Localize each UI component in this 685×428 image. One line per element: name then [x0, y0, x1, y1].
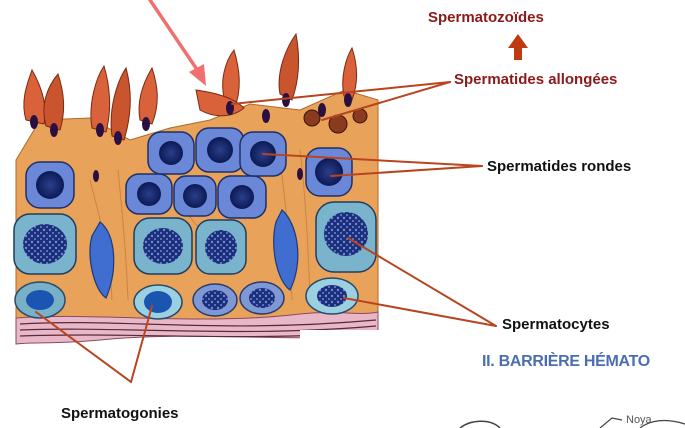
spermatid-head: [282, 93, 290, 107]
spermatogonium-nucleus: [144, 291, 172, 313]
spermatogonium-nucleus: [202, 290, 228, 310]
spermatogonium-nucleus: [26, 290, 54, 310]
spermatid-head: [142, 117, 150, 131]
spermatid-head: [114, 131, 122, 145]
elongated-spermatid: [44, 74, 64, 130]
residual-body: [304, 110, 320, 126]
spermatid-head: [30, 115, 38, 129]
up-arrow-icon: [508, 34, 528, 60]
spermatid-head: [96, 123, 104, 137]
spermatid-head: [50, 123, 58, 137]
label-spermatogonies: Spermatogonies: [61, 405, 179, 422]
label-spermatides-allongees: Spermatides allongées: [454, 71, 617, 88]
spermatocyte-nucleus: [205, 230, 237, 264]
round-spermatid-nucleus: [159, 141, 183, 165]
round-spermatid-nucleus: [137, 182, 161, 206]
section-heading-barriere: II. BARRIÈRE HÉMATO: [482, 353, 650, 371]
spermatid-head: [262, 109, 270, 123]
elongated-spermatid: [91, 66, 110, 132]
spermatid-head: [344, 93, 352, 107]
spermatogonium-nucleus: [317, 285, 347, 307]
elongated-spermatid: [139, 68, 157, 124]
spermatocyte-nucleus: [324, 212, 368, 256]
round-spermatid-nucleus: [230, 185, 254, 209]
pointer-arrow: [150, 0, 206, 86]
label-spermatides-rondes: Spermatides rondes: [487, 158, 631, 175]
label-spermatozoides: Spermatozoïdes: [428, 9, 544, 26]
spermatogonium-nucleus: [249, 288, 275, 308]
spermatid-head: [93, 170, 99, 182]
elongated-spermatid: [111, 68, 130, 140]
label-spermatocytes: Spermatocytes: [502, 316, 610, 333]
round-spermatid-nucleus: [183, 184, 207, 208]
spermatocyte-nucleus: [143, 228, 183, 264]
label-noya-partial: Noya: [626, 414, 652, 426]
round-spermatid-nucleus: [207, 137, 233, 163]
round-spermatid-nucleus: [315, 158, 343, 186]
elongated-spermatid: [279, 34, 299, 100]
spermatocyte-nucleus: [23, 224, 67, 264]
spermatid-head: [297, 168, 303, 180]
round-spermatid-nucleus: [36, 171, 64, 199]
